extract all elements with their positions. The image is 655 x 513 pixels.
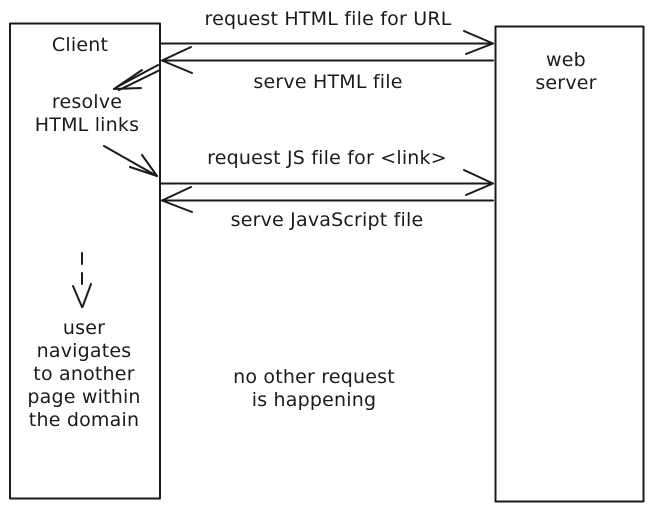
arrow-serve-html-icon (161, 46, 494, 74)
message-label-request-js: request JS file for <link> (207, 147, 447, 169)
arrow-from-resolve-icon (103, 145, 158, 177)
client-resolve-note: resolve HTML links (34, 91, 140, 136)
dashed-down-arrow-icon (72, 252, 92, 308)
message-label-serve-js: serve JavaScript file (230, 209, 424, 231)
message-label-serve-html: serve HTML file (253, 71, 403, 93)
arrow-request-html-icon (160, 30, 494, 55)
client-navigate-note: user navigates to another page within th… (27, 317, 141, 431)
arrow-to-resolve-icon (113, 64, 161, 91)
center-note: no other request is happening (233, 366, 395, 411)
arrow-serve-js-icon (161, 186, 494, 213)
message-label-request-html: request HTML file for URL (204, 8, 452, 30)
client-box (9, 22, 161, 500)
arrow-request-js-icon (160, 169, 494, 196)
server-box (494, 25, 645, 503)
server-box-title: web server (535, 49, 597, 94)
client-box-title: Client (51, 34, 109, 56)
